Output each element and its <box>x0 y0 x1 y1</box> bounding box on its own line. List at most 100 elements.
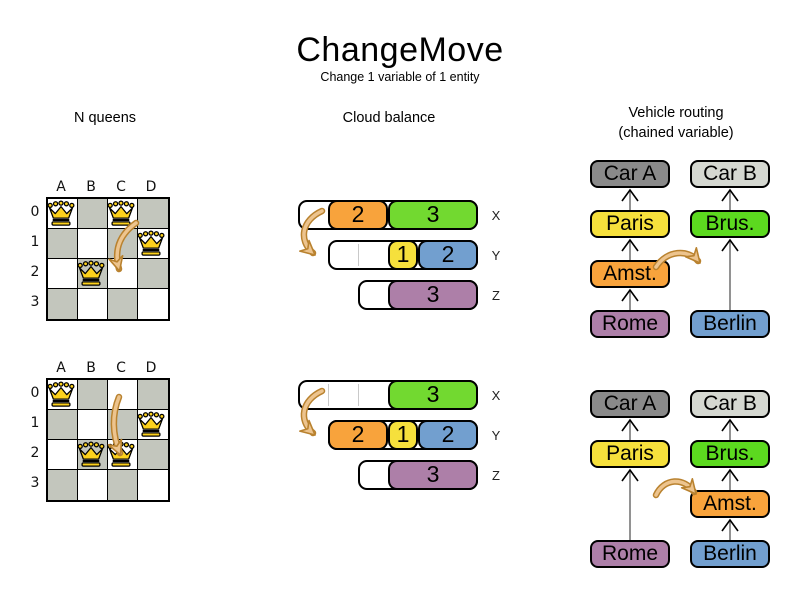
chain-link-arrowhead <box>721 188 739 202</box>
board-cell <box>138 470 168 500</box>
board-cell <box>138 259 168 289</box>
nqueens-board-before: A B C D 0 1 2 3 <box>26 179 196 329</box>
chain-link-arrowhead <box>621 238 639 252</box>
cloud-block: 1 <box>388 240 418 270</box>
queen-icon <box>137 411 165 437</box>
chain-link-arrowhead <box>621 468 639 482</box>
board-cell <box>78 199 108 229</box>
cloud-row-label: X <box>491 208 501 223</box>
cloud-capacity-bar: 3 <box>358 460 478 490</box>
cloud-block: 3 <box>388 200 478 230</box>
board-row-label: 2 <box>30 264 40 280</box>
board-row-label: 0 <box>30 204 40 220</box>
vr-box-amst: Amst. <box>590 260 670 288</box>
vehicle-heading-line1: Vehicle routing <box>628 105 724 121</box>
board-row-label: 3 <box>30 294 40 310</box>
board-cell <box>78 229 108 259</box>
vr-box-cara: Car A <box>590 160 670 188</box>
vr-box-paris: Paris <box>590 440 670 468</box>
board-cell <box>48 410 78 440</box>
board-column-label: D <box>145 360 157 376</box>
cloud-block: 2 <box>418 420 478 450</box>
chain-link-arrowhead <box>721 238 739 252</box>
vr-box-carb: Car B <box>690 390 770 418</box>
queen-icon <box>47 200 75 226</box>
board-row-label: 0 <box>30 385 40 401</box>
queen-icon <box>47 381 75 407</box>
chain-link-arrowhead <box>721 518 739 532</box>
vr-box-carb: Car B <box>690 160 770 188</box>
board-cell <box>108 410 138 440</box>
chain-link-arrowhead <box>621 288 639 302</box>
board-cell <box>108 289 138 319</box>
board-column-label: B <box>86 360 96 376</box>
cloud-block: 2 <box>328 420 388 450</box>
cloud-row-label: Y <box>491 428 501 443</box>
board-cell <box>138 440 168 470</box>
chain-link-arrowhead <box>621 188 639 202</box>
page-subtitle: Change 1 variable of 1 entity <box>320 70 480 84</box>
board-cell <box>108 229 138 259</box>
vr-box-amst: Amst. <box>690 490 770 518</box>
board-column-label: C <box>116 360 126 376</box>
cloud-block: 2 <box>328 200 388 230</box>
board-row-label: 3 <box>30 475 40 491</box>
board-column-label: A <box>56 179 66 195</box>
board-cell <box>78 410 108 440</box>
page-title: ChangeMove <box>296 31 504 69</box>
cloud-row-label: Y <box>491 248 501 263</box>
cloud-heading: Cloud balance <box>342 110 436 126</box>
cloud-block: 3 <box>388 280 478 310</box>
vr-box-paris: Paris <box>590 210 670 238</box>
board-cell <box>48 440 78 470</box>
vehicle-heading: Vehicle routing (chained variable) <box>576 103 776 143</box>
queen-icon <box>77 441 105 467</box>
vr-box-cara: Car A <box>590 390 670 418</box>
cloud-block: 3 <box>388 380 478 410</box>
board-column-label: A <box>56 360 66 376</box>
cloud-row-label: X <box>491 388 501 403</box>
queen-icon <box>137 230 165 256</box>
chain-link-arrowhead <box>621 418 639 432</box>
board-row-label: 1 <box>30 234 40 250</box>
board-cell <box>48 259 78 289</box>
queen-icon <box>77 260 105 286</box>
cloud-capacity-bar: 3 <box>298 380 478 410</box>
board-column-label: B <box>86 179 96 195</box>
cloud-grid-line <box>328 384 329 406</box>
cloud-grid-line <box>358 384 359 406</box>
vr-box-rome: Rome <box>590 540 670 568</box>
vr-box-brus: Brus. <box>690 440 770 468</box>
board-cell <box>138 289 168 319</box>
board-column-label: D <box>145 179 157 195</box>
nqueens-heading: N queens <box>73 110 137 126</box>
cloud-row-label: Z <box>492 288 500 303</box>
chain-link-arrowhead <box>721 468 739 482</box>
vr-box-brus: Brus. <box>690 210 770 238</box>
board-cell <box>48 229 78 259</box>
board-row-label: 1 <box>30 415 40 431</box>
board-cell <box>78 380 108 410</box>
board-cell <box>78 470 108 500</box>
board-cell <box>48 289 78 319</box>
vr-box-berlin: Berlin <box>690 310 770 338</box>
board-cell <box>78 289 108 319</box>
cloud-block: 1 <box>388 420 418 450</box>
board-cell <box>108 380 138 410</box>
vehicle-heading-line2: (chained variable) <box>618 125 734 141</box>
chain-link-arrowhead <box>721 418 739 432</box>
queen-icon <box>107 441 135 467</box>
cloud-row-label: Z <box>492 468 500 483</box>
board-cell <box>138 380 168 410</box>
board-cell <box>138 199 168 229</box>
board-column-label: C <box>116 179 126 195</box>
vr-box-rome: Rome <box>590 310 670 338</box>
queen-icon <box>107 200 135 226</box>
board-cell <box>48 470 78 500</box>
board-cell <box>108 259 138 289</box>
